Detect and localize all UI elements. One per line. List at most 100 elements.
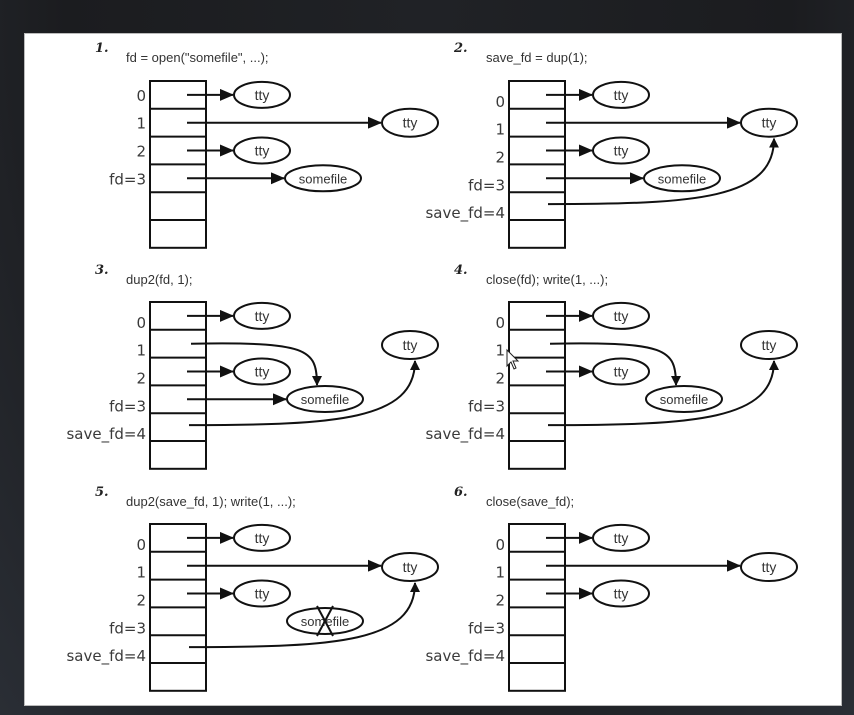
fd-label: 2: [136, 592, 146, 610]
file-node-label: tty: [614, 364, 629, 380]
file-node-somefile: somefile: [286, 385, 364, 413]
mouse-cursor: [506, 348, 520, 370]
panel-step-6: 6.close(save_fd);012fd=3save_fd=4ttyttyt…: [425, 485, 798, 692]
file-node-somefile: somefile: [286, 605, 364, 637]
fd-label: save_fd=4: [425, 647, 505, 666]
file-node-label: somefile: [660, 392, 708, 407]
fd-label: save_fd=4: [425, 425, 505, 444]
file-node-label: tty: [614, 143, 629, 159]
fd-table: [508, 80, 566, 249]
file-node-tty: tty: [740, 552, 798, 582]
fd-label: save_fd=4: [66, 647, 146, 666]
panel-step-3: 3.dup2(fd, 1);012fd=3save_fd=4ttyttyttys…: [66, 263, 439, 470]
file-node-ellipse: [233, 136, 291, 165]
fd-label: 2: [495, 592, 505, 610]
file-node-tty: tty: [592, 80, 650, 109]
fd-table: [508, 301, 566, 470]
fd-label: fd=3: [109, 397, 146, 415]
fd-label: 2: [136, 370, 146, 388]
file-node-somefile: somefile: [645, 385, 723, 413]
panel-step-4: 4.close(fd); write(1, ...);012fd=3save_f…: [425, 263, 798, 470]
file-node-ellipse: [233, 301, 291, 330]
file-node-label: somefile: [299, 171, 347, 186]
fd-table: [149, 301, 207, 470]
step-code: dup2(fd, 1);: [126, 272, 193, 287]
file-node-tty: tty: [592, 357, 650, 386]
file-node-label: tty: [403, 559, 418, 575]
file-node-ellipse: [284, 164, 362, 193]
closed-cross-mark: [316, 605, 334, 637]
file-node-label: tty: [255, 364, 270, 380]
file-node-tty: tty: [381, 552, 439, 582]
file-node-label: tty: [614, 530, 629, 546]
fd-pointer-curved-arrow: [547, 360, 779, 427]
file-node-ellipse: [592, 80, 650, 109]
fd-label: 1: [495, 121, 505, 139]
file-node-tty: tty: [381, 330, 439, 360]
file-node-tty: tty: [592, 579, 650, 608]
file-node-tty: tty: [740, 107, 798, 138]
file-node-ellipse: [233, 80, 291, 109]
file-node-ellipse: [740, 552, 798, 582]
fd-table: [149, 80, 207, 249]
file-node-ellipse: [645, 385, 723, 413]
fd-pointer-curved-arrow: [188, 360, 420, 427]
fd-table: [508, 523, 566, 692]
file-node-ellipse: [381, 330, 439, 360]
fd-pointer-curved-arrow: [547, 137, 779, 206]
file-node-tty: tty: [740, 330, 798, 360]
file-node-somefile: somefile: [643, 164, 721, 193]
fd-label: fd=3: [468, 619, 505, 637]
panel-step-2: 2.save_fd = dup(1);012fd=3save_fd=4ttytt…: [425, 41, 798, 249]
fd-label: 1: [136, 115, 146, 133]
file-node-ellipse: [592, 357, 650, 386]
file-node-label: tty: [614, 308, 629, 324]
file-node-tty: tty: [592, 523, 650, 552]
fd-label: 2: [495, 149, 505, 167]
file-node-label: tty: [403, 115, 418, 131]
file-node-label: tty: [403, 337, 418, 353]
file-node-label: tty: [255, 143, 270, 159]
step-code: save_fd = dup(1);: [486, 50, 588, 65]
file-node-label: tty: [762, 337, 777, 353]
step-number: 5.: [95, 485, 109, 500]
step-number: 3.: [95, 263, 109, 278]
file-node-tty: tty: [233, 301, 291, 330]
file-node-tty: tty: [233, 80, 291, 109]
fd-table: [149, 523, 207, 692]
fd-label: 1: [495, 342, 505, 360]
fd-label: 1: [495, 564, 505, 582]
file-node-ellipse: [381, 552, 439, 582]
file-node-label: tty: [614, 586, 629, 602]
file-node-ellipse: [592, 579, 650, 608]
file-node-ellipse: [381, 107, 439, 138]
panel-step-1: 1.fd = open("somefile", ...);012fd=3ttyt…: [95, 41, 439, 249]
file-node-ellipse: [592, 136, 650, 165]
file-node-tty: tty: [233, 357, 291, 386]
file-node-ellipse: [286, 385, 364, 413]
file-node-tty: tty: [233, 579, 291, 608]
step-number: 1.: [95, 41, 109, 56]
fd-label: fd=3: [109, 170, 146, 188]
step-number: 4.: [454, 263, 468, 278]
fd-label: 2: [495, 370, 505, 388]
panel-step-5: 5.dup2(save_fd, 1); write(1, ...);012fd=…: [66, 485, 439, 692]
file-node-tty: tty: [592, 301, 650, 330]
file-node-ellipse: [592, 523, 650, 552]
fd-label: 1: [136, 342, 146, 360]
step-code: close(save_fd);: [486, 494, 574, 509]
file-node-tty: tty: [233, 136, 291, 165]
fd-label: 0: [495, 93, 505, 111]
fd-label: 0: [495, 536, 505, 554]
fd-label: 1: [136, 564, 146, 582]
step-code: fd = open("somefile", ...);: [126, 50, 269, 65]
file-node-label: tty: [614, 87, 629, 103]
file-node-label: tty: [762, 115, 777, 131]
file-node-ellipse: [740, 330, 798, 360]
fd-label: 0: [136, 536, 146, 554]
fd-label: 2: [136, 143, 146, 161]
fd-label: fd=3: [468, 397, 505, 415]
file-node-label: tty: [255, 530, 270, 546]
fd-label: save_fd=4: [425, 204, 505, 223]
file-node-ellipse: [233, 357, 291, 386]
